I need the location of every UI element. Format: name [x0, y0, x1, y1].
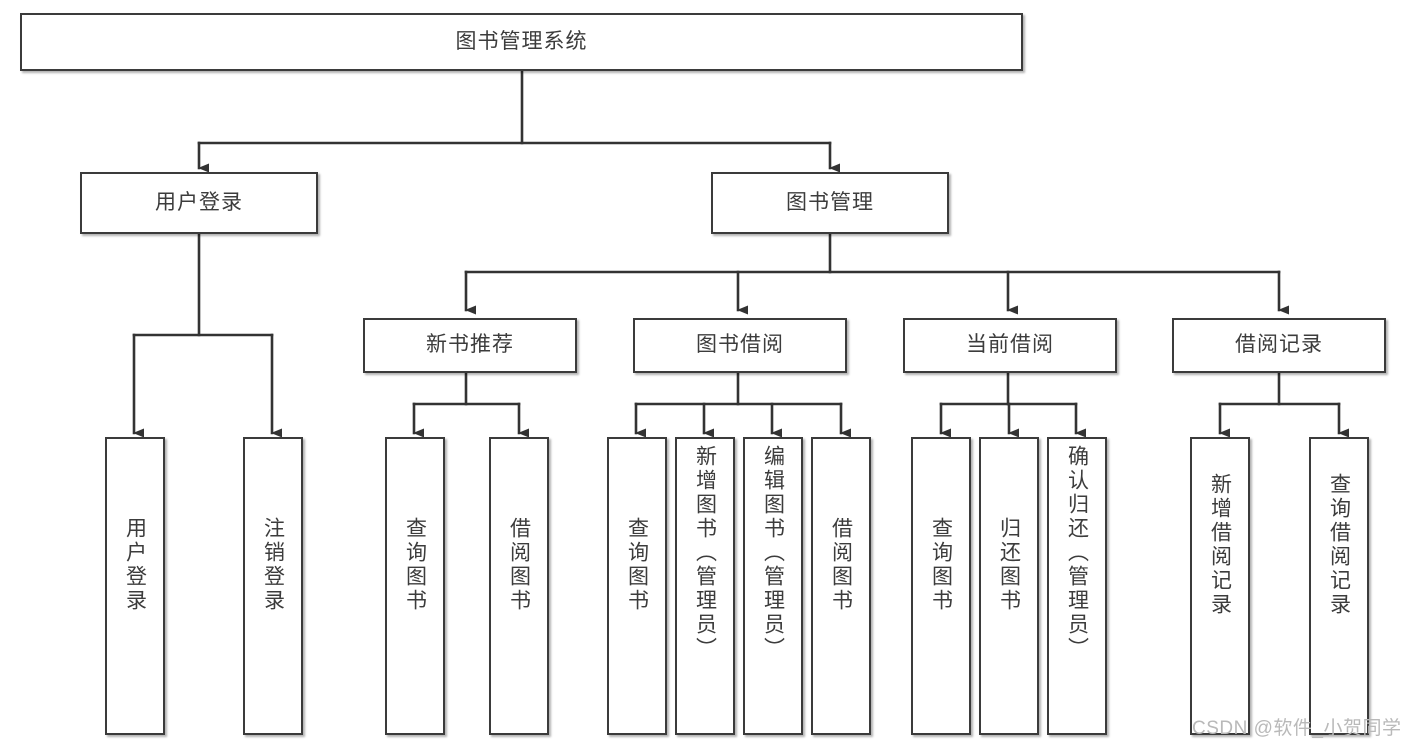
node-book-borrow-label: 图书借阅 — [696, 333, 784, 357]
leaf-logout-login[interactable]: 注销登录 — [243, 437, 303, 735]
leaf-query-borrow-record[interactable]: 查询借阅记录 — [1309, 437, 1369, 735]
leaf-query-book-3[interactable]: 查询图书 — [911, 437, 971, 735]
leaf-query-borrow-record-label: 查询借阅记录 — [1327, 473, 1351, 617]
leaf-query-book-3-label: 查询图书 — [929, 517, 953, 613]
node-book-manage[interactable]: 图书管理 — [711, 172, 949, 234]
csdn-watermark: CSDN @软件_小贺同学 — [1192, 718, 1402, 739]
node-new-book-recommend-label: 新书推荐 — [426, 333, 514, 357]
leaf-add-book-admin-label: 新增图书（管理员） — [693, 445, 717, 661]
leaf-edit-book-admin-label: 编辑图书（管理员） — [761, 445, 785, 661]
leaf-borrow-book-2[interactable]: 借阅图书 — [811, 437, 871, 735]
leaf-user-login-label: 用户登录 — [123, 517, 147, 613]
leaf-add-book-admin[interactable]: 新增图书（管理员） — [675, 437, 735, 735]
leaf-user-login[interactable]: 用户登录 — [105, 437, 165, 735]
node-user-login[interactable]: 用户登录 — [80, 172, 318, 234]
leaf-query-book-1[interactable]: 查询图书 — [385, 437, 445, 735]
node-current-borrow[interactable]: 当前借阅 — [903, 318, 1117, 373]
leaf-query-book-2-label: 查询图书 — [625, 517, 649, 613]
node-new-book-recommend[interactable]: 新书推荐 — [363, 318, 577, 373]
leaf-confirm-return-admin[interactable]: 确认归还（管理员） — [1047, 437, 1107, 735]
leaf-add-borrow-record[interactable]: 新增借阅记录 — [1190, 437, 1250, 735]
node-book-manage-label: 图书管理 — [786, 190, 874, 214]
leaf-add-borrow-record-label: 新增借阅记录 — [1208, 473, 1232, 617]
node-user-login-label: 用户登录 — [155, 190, 243, 214]
leaf-borrow-book-1-label: 借阅图书 — [507, 517, 531, 613]
node-root-system[interactable]: 图书管理系统 — [20, 13, 1023, 71]
leaf-edit-book-admin[interactable]: 编辑图书（管理员） — [743, 437, 803, 735]
leaf-return-book-label: 归还图书 — [997, 517, 1021, 613]
node-root-system-label: 图书管理系统 — [455, 29, 588, 53]
leaf-return-book[interactable]: 归还图书 — [979, 437, 1039, 735]
leaf-borrow-book-1[interactable]: 借阅图书 — [489, 437, 549, 735]
node-book-borrow[interactable]: 图书借阅 — [633, 318, 847, 373]
leaf-confirm-return-admin-label: 确认归还（管理员） — [1065, 445, 1089, 661]
node-borrow-record-label: 借阅记录 — [1235, 333, 1323, 357]
node-current-borrow-label: 当前借阅 — [966, 333, 1054, 357]
leaf-query-book-1-label: 查询图书 — [403, 517, 427, 613]
leaf-logout-login-label: 注销登录 — [261, 517, 285, 613]
leaf-borrow-book-2-label: 借阅图书 — [829, 517, 853, 613]
leaf-query-book-2[interactable]: 查询图书 — [607, 437, 667, 735]
node-borrow-record[interactable]: 借阅记录 — [1172, 318, 1386, 373]
